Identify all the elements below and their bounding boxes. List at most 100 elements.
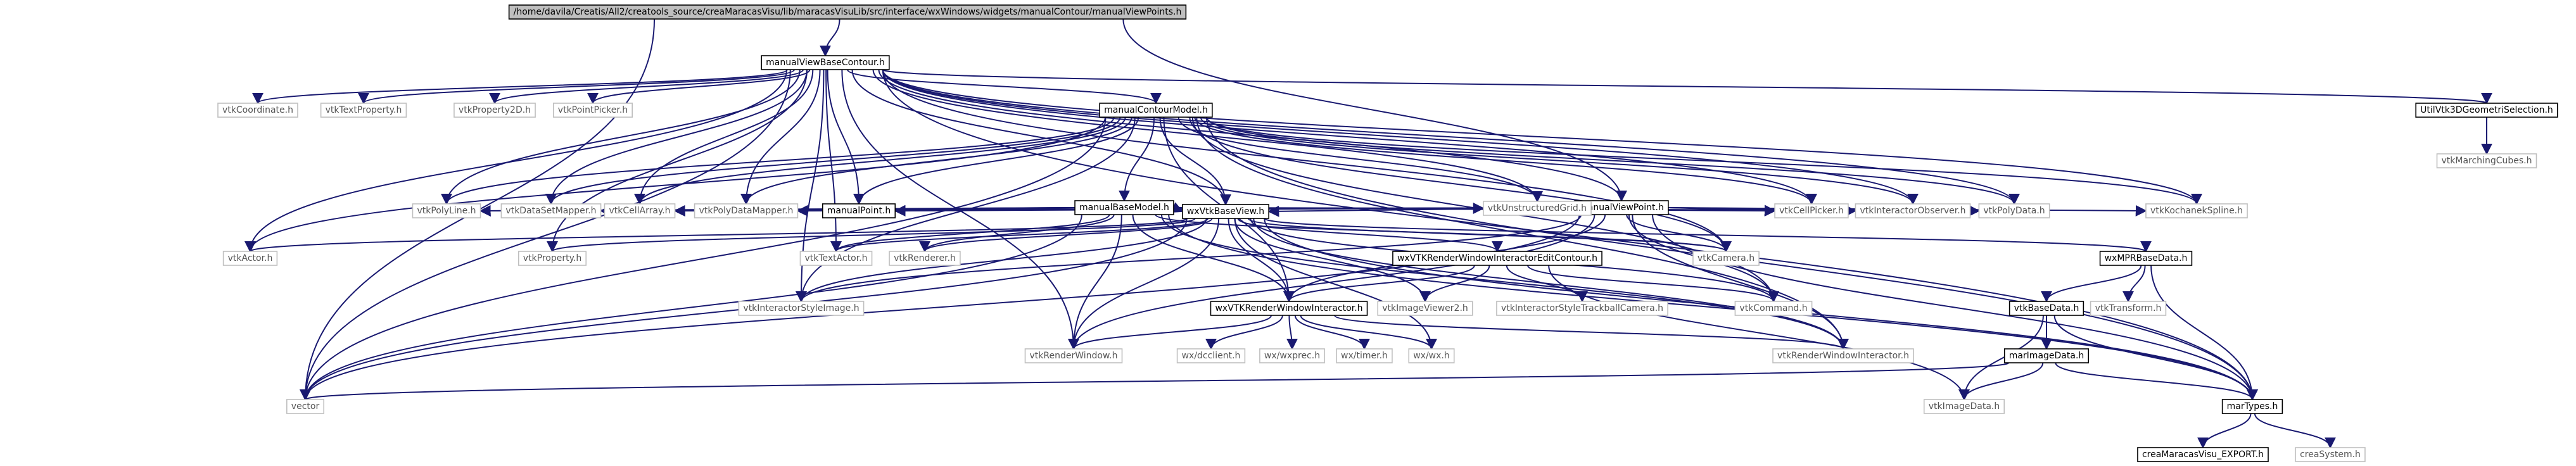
node-box bbox=[799, 251, 873, 266]
edge-mbm-to-vtkRenderWindow bbox=[1068, 214, 1122, 350]
node-label: wxVTKRenderWindowInteractor.h bbox=[1215, 303, 1362, 313]
node-box bbox=[1408, 348, 1455, 363]
node-box bbox=[1099, 103, 1213, 118]
node-marTypes: marTypes.h bbox=[2221, 399, 2283, 414]
node-label: wx/wx.h bbox=[1413, 351, 1450, 361]
node-label: vtkRenderWindow.h bbox=[1030, 351, 1118, 361]
node-label: vtkCellPicker.h bbox=[1779, 206, 1844, 216]
node-vtkISTC: vtkInteractorStyleTrackballCamera.h bbox=[1496, 301, 1668, 316]
node-label: manualPoint.h bbox=[827, 206, 891, 216]
node-vtkInteractorStyleImage: vtkInteractorStyleImage.h bbox=[738, 301, 865, 316]
edge-mvbc-to-vtkKochanekSpline bbox=[882, 69, 2202, 205]
node-vtkTextActor: vtkTextActor.h bbox=[799, 251, 873, 266]
node-vtkBaseData: vtkBaseData.h bbox=[2008, 301, 2084, 316]
node-box bbox=[1176, 348, 1246, 363]
node-mbm: manualBaseModel.h bbox=[1074, 200, 1174, 215]
node-label: vtkRenderer.h bbox=[894, 253, 956, 263]
node-vtkDataSetMapper: vtkDataSetMapper.h bbox=[500, 203, 602, 218]
node-label: vtkPolyDataMapper.h bbox=[699, 206, 794, 216]
edge-wxvtkbv-to-wxvtkrwiec bbox=[1237, 218, 1503, 253]
edge-wxmprbd-to-vtkBaseData bbox=[2041, 265, 2142, 303]
node-box bbox=[508, 4, 1187, 20]
node-box bbox=[1377, 301, 1473, 316]
node-label: vtkKochanekSpline.h bbox=[2150, 206, 2243, 216]
node-label: vtkCellArray.h bbox=[609, 206, 670, 216]
edge-wxvtkrwiec-to-vtkCommand bbox=[1526, 265, 1779, 303]
edge-mcm-to-vtkActor bbox=[244, 116, 1107, 253]
node-marImageData: marImageData.h bbox=[2003, 348, 2090, 363]
node-label: vtkRenderWindowInteractor.h bbox=[1777, 351, 1909, 361]
node-wxvtkbv: wxVtkBaseView.h bbox=[1182, 204, 1269, 219]
edge-marImageData-to-marTypes bbox=[2055, 362, 2258, 401]
node-label: vtkDataSetMapper.h bbox=[505, 206, 596, 216]
edge-wxvtkrwi-to-vtkRWI bbox=[1334, 315, 1849, 350]
node-box bbox=[500, 203, 602, 218]
edge-wxvtkbv-to-vtkTextActor bbox=[830, 218, 1209, 253]
node-label: manualBaseModel.h bbox=[1079, 203, 1169, 213]
node-creaExport: creaMaracasVisu_EXPORT.h bbox=[2137, 447, 2269, 462]
node-box bbox=[2099, 251, 2193, 266]
edge-wxvtkrwiec-to-vtkISTC bbox=[1506, 265, 1588, 303]
edge-mvbc-to-vtkProperty2D bbox=[489, 69, 804, 104]
node-box bbox=[1772, 348, 1914, 363]
node-box bbox=[1392, 251, 1602, 266]
edge-mvbc-to-vtkPolyLine bbox=[441, 69, 801, 205]
node-box bbox=[761, 55, 890, 70]
edge-wxvtkbv-to-wxvtkrwi bbox=[1228, 218, 1295, 303]
edge-mvbc-to-vector bbox=[300, 69, 791, 401]
node-vtkMarchingCubes: vtkMarchingCubes.h bbox=[2436, 153, 2537, 168]
node-box bbox=[738, 301, 865, 316]
node-vtkPolyDataMapper: vtkPolyDataMapper.h bbox=[694, 203, 799, 218]
node-vtkImageViewer2: vtkImageViewer2.h bbox=[1377, 301, 1473, 316]
node-box bbox=[694, 203, 799, 218]
node-label: vtkBaseData.h bbox=[2014, 303, 2079, 313]
node-creaSystem: creaSystem.h bbox=[2295, 447, 2366, 462]
edge-wxvtkbv-to-vtkCamera bbox=[1247, 218, 1732, 253]
node-wxdcclient: wx/dcclient.h bbox=[1176, 348, 1246, 363]
node-label: vtkImageData.h bbox=[1929, 401, 2000, 412]
node-label: vtkCommand.h bbox=[1739, 303, 1807, 313]
edge-mbm-to-marTypes bbox=[1168, 214, 2258, 401]
edge-mcm-to-wxvtkbv bbox=[1159, 116, 1231, 206]
node-box bbox=[553, 103, 633, 118]
node-vtkActor: vtkActor.h bbox=[222, 251, 278, 266]
node-box bbox=[889, 251, 961, 266]
edge-mvbc-to-vtkPolyDataMapper bbox=[740, 69, 821, 205]
edge-vtkBaseData-to-vtkImageData bbox=[1958, 315, 2044, 401]
node-box bbox=[286, 399, 325, 414]
edge-mcm-to-vtkCamera bbox=[1189, 116, 1732, 253]
node-label: wxMPRBaseData.h bbox=[2105, 253, 2188, 263]
node-box bbox=[2137, 447, 2269, 462]
node-label: vtkUnstructuredGrid.h bbox=[1488, 203, 1587, 213]
node-box bbox=[1483, 201, 1592, 216]
node-label: marImageData.h bbox=[2009, 351, 2084, 361]
node-vtkRenderWindow: vtkRenderWindow.h bbox=[1024, 348, 1123, 363]
node-label: vtkPolyLine.h bbox=[417, 206, 476, 216]
node-vtkCellPicker: vtkCellPicker.h bbox=[1774, 203, 1849, 218]
node-label: manualViewPoint.h bbox=[1579, 203, 1664, 213]
edge-mbm-to-vector bbox=[300, 214, 1082, 401]
node-vtkImageData: vtkImageData.h bbox=[1923, 399, 2005, 414]
node-box bbox=[1074, 200, 1174, 215]
edge-mvbc-to-vtkCamera bbox=[882, 69, 1732, 253]
node-box bbox=[1259, 348, 1325, 363]
edge-wxvtkrwiec-to-wxvtkrwi bbox=[1283, 265, 1475, 303]
node-vector: vector bbox=[286, 399, 325, 414]
node-box bbox=[822, 203, 896, 218]
node-label: vtkActor.h bbox=[228, 253, 273, 263]
edge-wxvtkrwi-to-wxwx bbox=[1300, 315, 1437, 350]
node-box bbox=[2003, 348, 2090, 363]
node-label: creaSystem.h bbox=[2300, 450, 2361, 460]
edge-mvbc-to-vtkDataSetMapper bbox=[545, 69, 808, 205]
edge-mvbc-to-vtkInteractorObserver bbox=[882, 69, 1919, 205]
edge-mcm-to-mbm bbox=[1119, 116, 1155, 202]
node-box bbox=[2295, 447, 2366, 462]
node-label: vtkPointPicker.h bbox=[558, 105, 628, 115]
node-vtkCamera: vtkCamera.h bbox=[1692, 251, 1760, 266]
node-label: wxVTKRenderWindowInteractorEditContour.h bbox=[1397, 253, 1597, 263]
node-label: vtkInteractorStyleTrackballCamera.h bbox=[1501, 303, 1663, 313]
node-util: UtilVtk3DGeometriSelection.h bbox=[2415, 103, 2558, 118]
node-label: vtkTextProperty.h bbox=[326, 105, 402, 115]
edge-mvbc-to-manualPoint bbox=[827, 69, 865, 205]
